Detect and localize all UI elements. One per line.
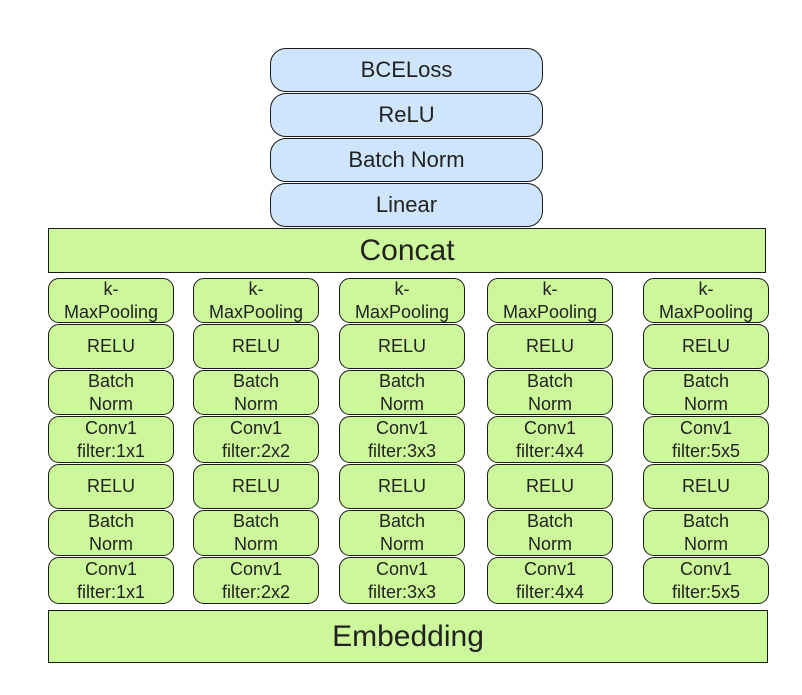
bceloss-layer: BCELoss bbox=[270, 48, 543, 92]
branch-2-conv1-lower: Conv1 filter:2x2 bbox=[193, 557, 319, 604]
branch-4-kmaxpooling: k- MaxPooling bbox=[487, 278, 613, 323]
branch-4-relu-lower: RELU bbox=[487, 464, 613, 509]
branch-4-conv1-lower: Conv1 filter:4x4 bbox=[487, 557, 613, 604]
branch-1-relu-lower: RELU bbox=[48, 464, 174, 509]
branch-2-conv1-upper: Conv1 filter:2x2 bbox=[193, 416, 319, 463]
branch-1-kmaxpooling: k- MaxPooling bbox=[48, 278, 174, 323]
branch-1-relu-upper: RELU bbox=[48, 324, 174, 369]
branch-4-batch-norm-lower: Batch Norm bbox=[487, 510, 613, 556]
branch-5-relu-upper: RELU bbox=[643, 324, 769, 369]
linear-layer: Linear bbox=[270, 183, 543, 227]
branch-1-batch-norm-lower: Batch Norm bbox=[48, 510, 174, 556]
branch-5-conv1-lower: Conv1 filter:5x5 bbox=[643, 557, 769, 604]
branch-2-batch-norm-upper: Batch Norm bbox=[193, 370, 319, 415]
embedding-layer: Embedding bbox=[48, 610, 768, 663]
branch-4-conv1-upper: Conv1 filter:4x4 bbox=[487, 416, 613, 463]
branch-5-kmaxpooling: k- MaxPooling bbox=[643, 278, 769, 323]
branch-3-batch-norm-lower: Batch Norm bbox=[339, 510, 465, 556]
branch-1-conv1-upper: Conv1 filter:1x1 bbox=[48, 416, 174, 463]
branch-1-batch-norm-upper: Batch Norm bbox=[48, 370, 174, 415]
branch-4-batch-norm-upper: Batch Norm bbox=[487, 370, 613, 415]
branch-4-relu-upper: RELU bbox=[487, 324, 613, 369]
branch-3-kmaxpooling: k- MaxPooling bbox=[339, 278, 465, 323]
branch-5-batch-norm-lower: Batch Norm bbox=[643, 510, 769, 556]
branch-5-conv1-upper: Conv1 filter:5x5 bbox=[643, 416, 769, 463]
concat-layer: Concat bbox=[48, 228, 766, 273]
branch-3-conv1-upper: Conv1 filter:3x3 bbox=[339, 416, 465, 463]
branch-2-relu-lower: RELU bbox=[193, 464, 319, 509]
branch-5-batch-norm-upper: Batch Norm bbox=[643, 370, 769, 415]
branch-3-conv1-lower: Conv1 filter:3x3 bbox=[339, 557, 465, 604]
branch-2-relu-upper: RELU bbox=[193, 324, 319, 369]
branch-2-kmaxpooling: k- MaxPooling bbox=[193, 278, 319, 323]
branch-3-relu-lower: RELU bbox=[339, 464, 465, 509]
relu-layer: ReLU bbox=[270, 93, 543, 137]
branch-3-batch-norm-upper: Batch Norm bbox=[339, 370, 465, 415]
branch-3-relu-upper: RELU bbox=[339, 324, 465, 369]
branch-2-batch-norm-lower: Batch Norm bbox=[193, 510, 319, 556]
batch-norm-layer: Batch Norm bbox=[270, 138, 543, 182]
branch-1-conv1-lower: Conv1 filter:1x1 bbox=[48, 557, 174, 604]
branch-5-relu-lower: RELU bbox=[643, 464, 769, 509]
